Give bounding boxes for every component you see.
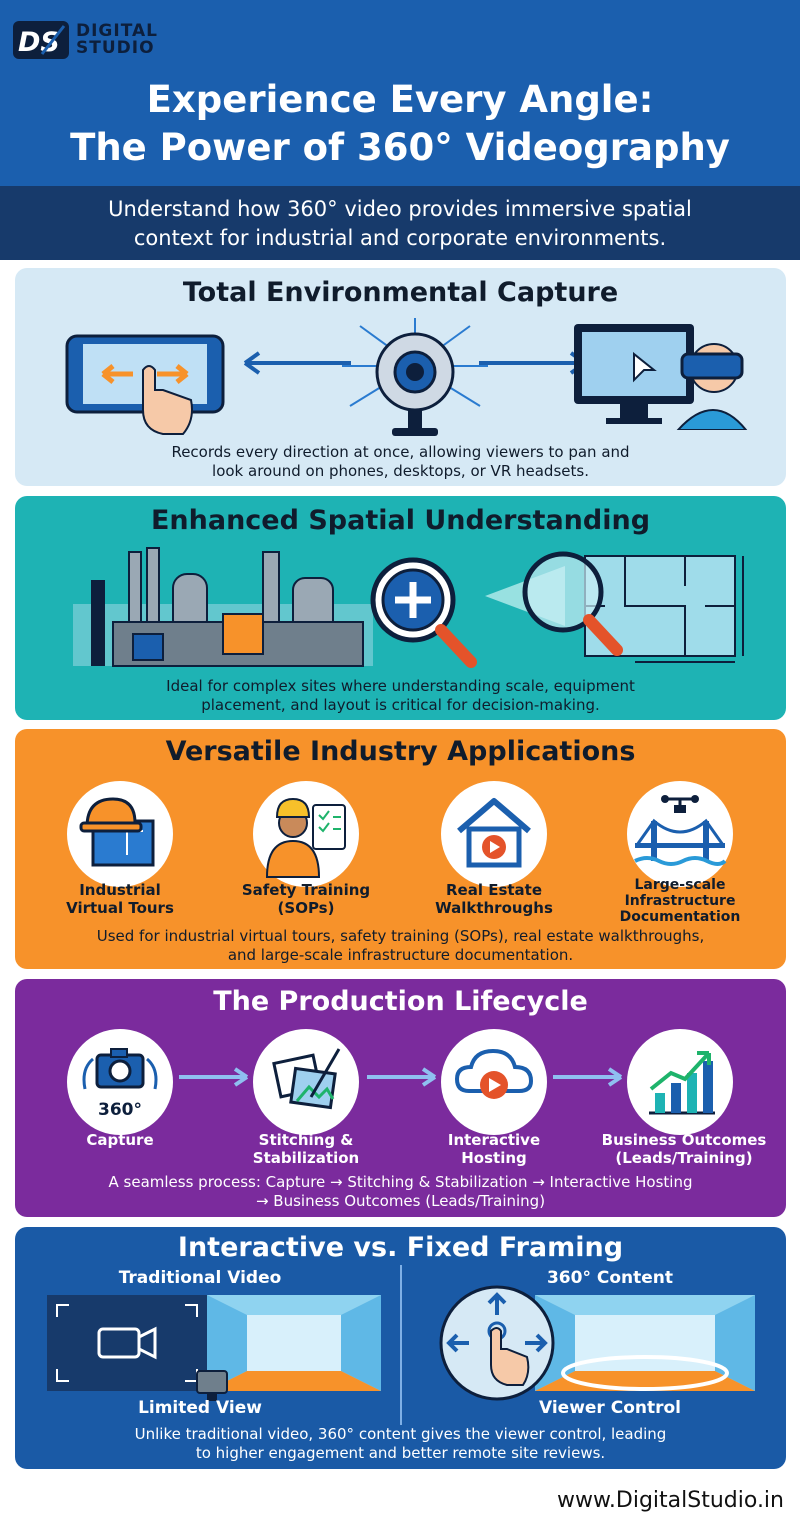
- step-label-stitching-l2: Stabilization: [252, 1149, 360, 1167]
- framing-left-header: Traditional Video: [118, 1268, 282, 1288]
- app-label-infra-l1: Large-scale: [634, 877, 726, 893]
- lifecycle-description: A seamless process: Capture → Stitching …: [15, 1173, 786, 1211]
- framing-right-caption: Viewer Control: [538, 1398, 682, 1418]
- lifecycle-section: The Production Lifecycle 360°: [15, 979, 786, 1217]
- app-label-realestate-l2: Walkthroughs: [435, 899, 553, 917]
- header-banner: DS DIGITAL STUDIO Experience Every Angle…: [0, 0, 800, 186]
- applications-description: Used for industrial virtual tours, safet…: [15, 927, 786, 965]
- applications-title: Versatile Industry Applications: [165, 736, 636, 767]
- flow-arrow-2: [367, 1067, 437, 1087]
- app-label-industrial-l1: Industrial: [79, 881, 161, 899]
- arrow-left-icon: [243, 351, 351, 375]
- camera-icon: 360°: [82, 1048, 158, 1120]
- worker-clipboard-icon: [265, 797, 346, 878]
- spatial-desc-line1: Ideal for complex sites where understand…: [166, 677, 635, 695]
- brand-logo[interactable]: DS DIGITAL STUDIO: [12, 20, 158, 60]
- applications-desc-line1: Used for industrial virtual tours, safet…: [96, 927, 705, 945]
- app-label-realestate: Real Estate Walkthroughs: [421, 881, 567, 917]
- applications-section: Versatile Industry Applications: [15, 729, 786, 969]
- subtitle-bar: Understand how 360° video provides immer…: [0, 186, 800, 260]
- vr-headset-icon: [574, 324, 748, 430]
- subtitle-line2: context for industrial and corporate env…: [133, 226, 667, 250]
- step-outcomes: [627, 1029, 733, 1135]
- app-label-safety: Safety Training (SOPs): [231, 881, 381, 917]
- step-label-hosting-l2: Hosting: [461, 1149, 527, 1167]
- step-label-hosting: Interactive Hosting: [421, 1131, 567, 1167]
- magnifier-plus-icon: [370, 557, 477, 668]
- capture-section: Total Environmental Capture Reco: [15, 268, 786, 486]
- flow-arrow-1: [179, 1067, 249, 1087]
- traditional-video-illustration: [47, 1295, 381, 1401]
- step-label-outcomes: Business Outcomes (Leads/Training): [589, 1131, 779, 1167]
- step-label-capture-l1: Capture: [86, 1131, 154, 1149]
- step-label-hosting-l1: Interactive: [447, 1131, 541, 1149]
- cloud-play-icon: [454, 1048, 534, 1099]
- page-title: Experience Every Angle: The Power of 360…: [0, 76, 800, 172]
- brand-line1: DIGITAL: [76, 21, 158, 41]
- app-label-safety-l1: Safety Training: [241, 881, 371, 899]
- app-label-infra-l2: Infrastructure: [624, 893, 736, 909]
- svg-text:DS: DS: [18, 27, 60, 58]
- bridge-drone-icon: [634, 795, 727, 866]
- spatial-desc-line2: placement, and layout is critical for de…: [201, 696, 600, 714]
- app-industrial-tours: [67, 781, 173, 887]
- capture-360-badge: 360°: [98, 1100, 142, 1120]
- spatial-title: Enhanced Spatial Understanding: [150, 505, 651, 536]
- app-label-infra-l3: Documentation: [619, 909, 741, 925]
- lifecycle-desc-line1: A seamless process: Capture → Stitching …: [108, 1173, 693, 1191]
- app-label-industrial-l2: Virtual Tours: [66, 899, 174, 917]
- app-label-realestate-l1: Real Estate: [445, 881, 543, 899]
- title-line2: The Power of 360° Videography: [70, 126, 730, 169]
- step-label-outcomes-l1: Business Outcomes: [601, 1131, 767, 1149]
- house-play-icon: [457, 798, 531, 868]
- app-real-estate: [441, 781, 547, 887]
- framing-description: Unlike traditional video, 360° content g…: [15, 1425, 786, 1463]
- app-safety-training: [253, 781, 359, 887]
- flow-arrow-3: [553, 1067, 623, 1087]
- framing-desc-line2: to higher engagement and better remote s…: [195, 1444, 606, 1462]
- capture-desc-line1: Records every direction at once, allowin…: [171, 443, 630, 461]
- title-line1: Experience Every Angle:: [146, 78, 654, 121]
- video-camera-icon: [97, 1326, 157, 1360]
- lifecycle-desc-line2: → Business Outcomes (Leads/Training): [255, 1192, 546, 1210]
- framing-right-header: 360° Content: [546, 1268, 674, 1288]
- lifecycle-title: The Production Lifecycle: [213, 986, 588, 1017]
- app-label-safety-l2: (SOPs): [277, 899, 335, 917]
- logo-mark-icon: DS: [13, 21, 69, 59]
- framing-section: Interactive vs. Fixed Framing Traditiona…: [15, 1227, 786, 1469]
- step-capture: 360°: [67, 1029, 173, 1135]
- step-label-stitching: Stitching & Stabilization: [231, 1131, 381, 1167]
- step-label-capture: Capture: [55, 1131, 185, 1149]
- step-label-outcomes-l2: (Leads/Training): [615, 1149, 753, 1167]
- camera-360-icon: [342, 318, 488, 436]
- step-hosting: [441, 1029, 547, 1135]
- spatial-section: Enhanced Spatial Understanding Ideal for…: [15, 496, 786, 720]
- app-label-industrial: Industrial Virtual Tours: [55, 881, 185, 917]
- capture-description: Records every direction at once, allowin…: [15, 443, 786, 481]
- subtitle-line1: Understand how 360° video provides immer…: [108, 197, 692, 221]
- capture-title: Total Environmental Capture: [182, 277, 619, 308]
- spatial-description: Ideal for complex sites where understand…: [15, 677, 786, 715]
- capture-desc-line2: look around on phones, desktops, or VR h…: [212, 462, 589, 480]
- app-label-infrastructure: Large-scale Infrastructure Documentation: [605, 877, 755, 925]
- content-360-illustration: [439, 1285, 755, 1401]
- applications-desc-line2: and large-scale infrastructure documenta…: [227, 946, 574, 964]
- floorplan-magnifier-icon: [485, 551, 744, 663]
- framing-desc-line1: Unlike traditional video, 360° content g…: [134, 1425, 667, 1443]
- framing-left-caption: Limited View: [138, 1398, 262, 1418]
- app-infrastructure: [627, 781, 733, 887]
- step-stitching: [253, 1029, 359, 1135]
- photo-stitch-icon: [272, 1048, 341, 1110]
- footer-website-link[interactable]: www.DigitalStudio.in: [556, 1488, 784, 1513]
- factory-icon: [73, 547, 373, 667]
- phone-swipe-icon: [65, 334, 225, 435]
- framing-divider: [400, 1265, 402, 1425]
- step-label-stitching-l1: Stitching &: [258, 1131, 354, 1149]
- hardhat-blueprint-icon: [79, 797, 155, 867]
- growth-chart-icon: [649, 1051, 715, 1115]
- brand-line2: STUDIO: [76, 38, 155, 58]
- framing-title: Interactive vs. Fixed Framing: [177, 1232, 624, 1263]
